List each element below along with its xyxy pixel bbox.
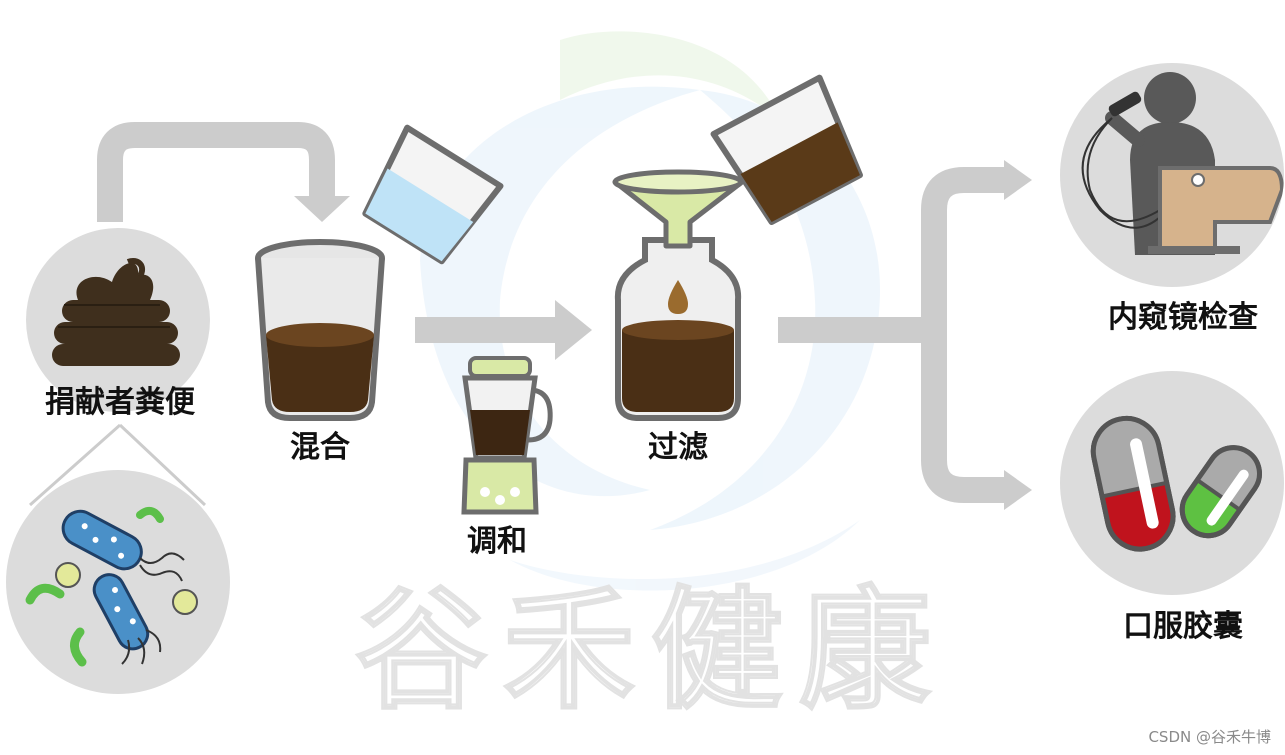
label-filter: 过滤: [648, 433, 708, 463]
label-blend: 调和: [467, 527, 527, 557]
label-donor-stool: 捐献者粪便: [45, 388, 195, 418]
watermark-text: 谷禾健康: [355, 585, 947, 717]
label-oral-capsule: 口服胶囊: [1123, 612, 1243, 642]
arrow-donor-to-mix: [110, 135, 350, 222]
bacteria-icon: [6, 470, 230, 694]
label-mix: 混合: [290, 433, 350, 463]
filter-jar-icon: [615, 172, 742, 418]
mix-cup-icon: [258, 242, 382, 418]
capsule-icon: [1060, 371, 1284, 595]
label-endoscopy: 内窥镜检查: [1108, 303, 1258, 333]
source-credit: CSDN @谷禾牛博: [1148, 726, 1271, 747]
endoscopy-icon: [1060, 63, 1284, 287]
